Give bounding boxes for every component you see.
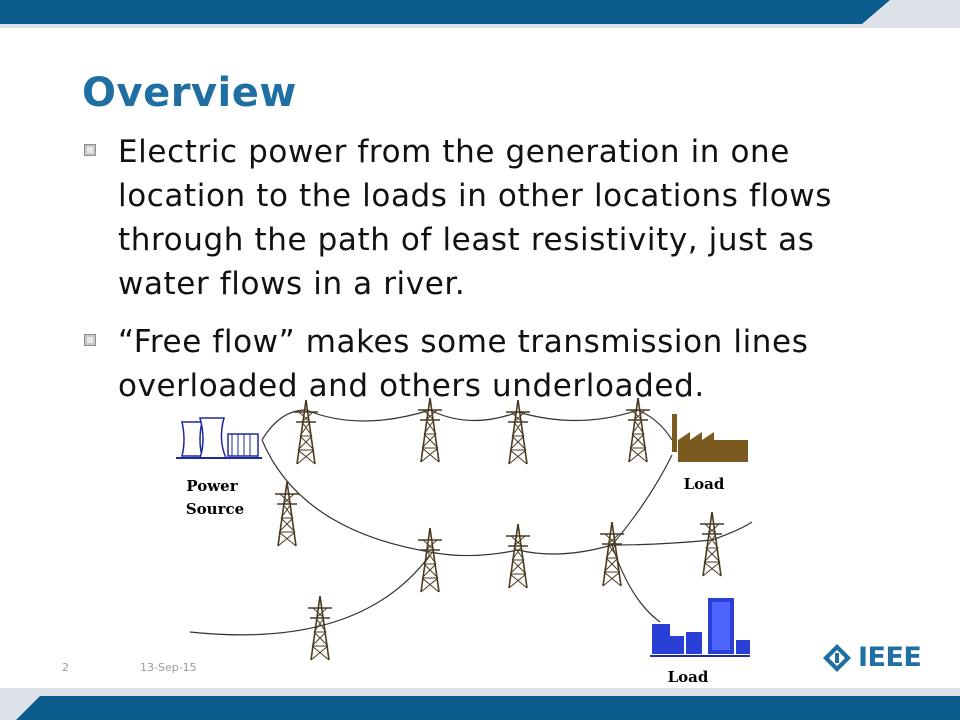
ieee-diamond-icon	[823, 643, 851, 672]
load-label-bottom: Load	[668, 668, 709, 686]
city-buildings-icon	[650, 598, 750, 657]
bullet-text: “Free flow” makes some transmission line…	[118, 324, 809, 404]
factory-icon	[672, 414, 748, 462]
ieee-logo-text: IEEE	[858, 642, 922, 673]
transmission-tower-icon	[505, 523, 531, 589]
transmission-tower-icon	[699, 511, 725, 577]
transmission-network-diagram: Power Source Load Load	[176, 397, 753, 686]
transmission-tower-icon	[417, 527, 443, 593]
slide-date: 13-Sep-15	[140, 661, 197, 674]
ieee-logo: IEEE	[822, 642, 922, 673]
slide-title: Overview	[82, 70, 297, 116]
bullet-text: Electric power from the generation in on…	[118, 134, 832, 302]
bullet-item: Electric power from the generation in on…	[84, 130, 914, 306]
transmission-tower-icon	[599, 521, 625, 587]
transmission-tower-icon	[417, 397, 443, 463]
top-banner	[0, 0, 960, 28]
transmission-lines	[189, 409, 753, 636]
transmission-tower-icon	[625, 397, 651, 463]
bullet-square-icon	[84, 144, 96, 156]
power-source-label: Power	[186, 477, 238, 495]
bullet-square-icon	[84, 334, 96, 346]
load-label-top: Load	[684, 475, 725, 493]
bottom-banner	[0, 688, 960, 720]
power-source-label: Source	[186, 500, 244, 518]
page-number: 2	[62, 661, 69, 674]
power-plant-icon	[176, 417, 262, 459]
transmission-tower-icon	[274, 481, 300, 547]
bullet-list: Electric power from the generation in on…	[84, 130, 914, 422]
transmission-tower-icon	[505, 399, 531, 465]
bullet-item: “Free flow” makes some transmission line…	[84, 320, 914, 408]
